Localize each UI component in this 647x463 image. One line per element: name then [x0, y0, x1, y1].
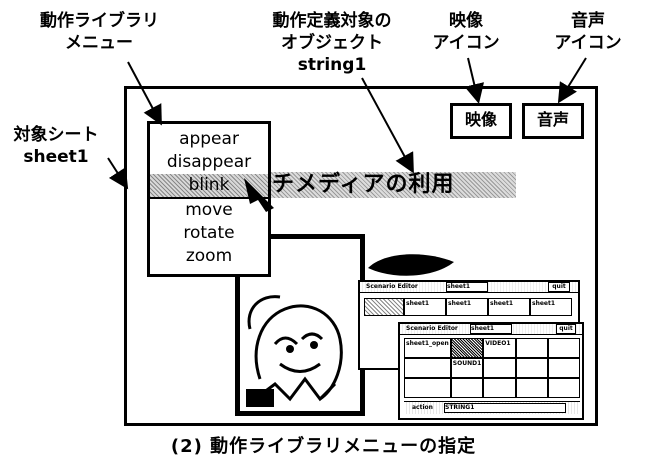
grid-cell[interactable]: sheet1_open [404, 338, 451, 358]
table-cell[interactable]: sheet1 [404, 298, 446, 316]
menu-item-zoom[interactable]: zoom [185, 246, 233, 266]
callout-library-menu-line2: メニュー [65, 33, 133, 53]
grid-cell[interactable] [483, 378, 516, 398]
string-object[interactable]: チメディアの利用 [266, 172, 516, 198]
arrow-target-object [361, 77, 414, 174]
table-cell[interactable]: sheet1 [530, 298, 572, 316]
grid-cell[interactable] [404, 378, 451, 398]
callout-video-icon: 映像 アイコン [416, 10, 516, 54]
callout-target-object-line1: 動作定義対象の [272, 11, 392, 31]
callout-library-menu: 動作ライブラリ メニュー [40, 10, 159, 54]
audio-icon-button[interactable]: 音声 [522, 103, 584, 139]
window-title: Scenario Editor [406, 325, 458, 332]
video-icon-button[interactable]: 映像 [450, 103, 512, 139]
table-cell[interactable]: sheet1 [488, 298, 530, 316]
callout-target-sheet: 対象シート sheet1 [2, 124, 110, 168]
quit-button[interactable]: quit [548, 282, 570, 292]
grid-cell[interactable]: SOUND1 [450, 358, 484, 378]
table-cell[interactable] [364, 298, 404, 316]
grid-cell[interactable] [547, 358, 580, 378]
window-back-header-row: sheet1 sheet1 sheet1 sheet1 [364, 298, 574, 316]
window-sheet-field[interactable]: sheet1 [446, 282, 488, 292]
audio-icon-label: 音声 [536, 110, 569, 129]
window-sheet-field[interactable]: sheet1 [470, 324, 512, 334]
callout-target-object-line2: オブジェクト [281, 33, 383, 53]
grid-cell[interactable] [483, 358, 516, 378]
menu-item-blink[interactable]: blink [150, 174, 268, 197]
callout-audio-icon: 音声 アイコン [536, 10, 640, 54]
footer-label: action [412, 404, 433, 411]
grid-cell[interactable] [547, 378, 580, 398]
callout-target-sheet-line2: sheet1 [23, 147, 89, 167]
quit-button[interactable]: quit [556, 324, 576, 334]
scenario-editor-window-front[interactable]: Scenario Editor sheet1 quit sheet1_open … [398, 322, 584, 420]
arrow-video-icon [464, 57, 485, 104]
callout-video-icon-line1: 映像 [449, 11, 483, 31]
dark-blob-graphic [368, 254, 454, 276]
pointer-cursor-icon [244, 178, 274, 212]
grid-cell[interactable] [515, 378, 548, 398]
arrow-audio-icon [557, 57, 587, 104]
video-icon-label: 映像 [464, 110, 497, 129]
footer-value-field[interactable]: STRING1 [444, 403, 566, 413]
callout-audio-icon-line1: 音声 [571, 11, 605, 31]
callout-target-object: 動作定義対象の オブジェクト string1 [262, 10, 402, 76]
callout-target-object-line3: string1 [297, 55, 367, 75]
table-cell[interactable]: sheet1 [446, 298, 488, 316]
menu-item-move[interactable]: move [185, 200, 233, 220]
arrow-target-sheet [107, 157, 129, 190]
window-titlebar[interactable]: Scenario Editor sheet1 quit [360, 282, 578, 293]
grid-cell[interactable] [450, 378, 484, 398]
menu-item-disappear[interactable]: disappear [166, 152, 252, 172]
window-title: Scenario Editor [366, 283, 418, 290]
grid-cell[interactable] [450, 338, 484, 358]
menu-item-rotate[interactable]: rotate [183, 223, 235, 243]
figure-caption: (2) 動作ライブラリメニューの指定 [170, 436, 477, 457]
callout-video-icon-line2: アイコン [432, 33, 500, 53]
window-titlebar[interactable]: Scenario Editor sheet1 quit [400, 324, 582, 335]
scenario-grid: sheet1_open VIDEO1 SOUND1 [404, 338, 580, 398]
arrow-library-menu [127, 61, 162, 126]
grid-cell[interactable] [515, 358, 548, 378]
grid-cell[interactable] [404, 358, 451, 378]
menu-separator [150, 197, 268, 199]
callout-audio-icon-line2: アイコン [554, 33, 622, 53]
window-footer: action STRING1 [404, 401, 580, 414]
callout-library-menu-line1: 動作ライブラリ [40, 11, 159, 31]
callout-target-sheet-line1: 対象シート [13, 125, 99, 145]
grid-cell[interactable] [547, 338, 580, 358]
grid-cell[interactable]: VIDEO1 [483, 338, 516, 358]
menu-item-appear[interactable]: appear [179, 129, 239, 149]
string-object-text: チメディアの利用 [272, 172, 455, 197]
grid-cell[interactable] [515, 338, 548, 358]
